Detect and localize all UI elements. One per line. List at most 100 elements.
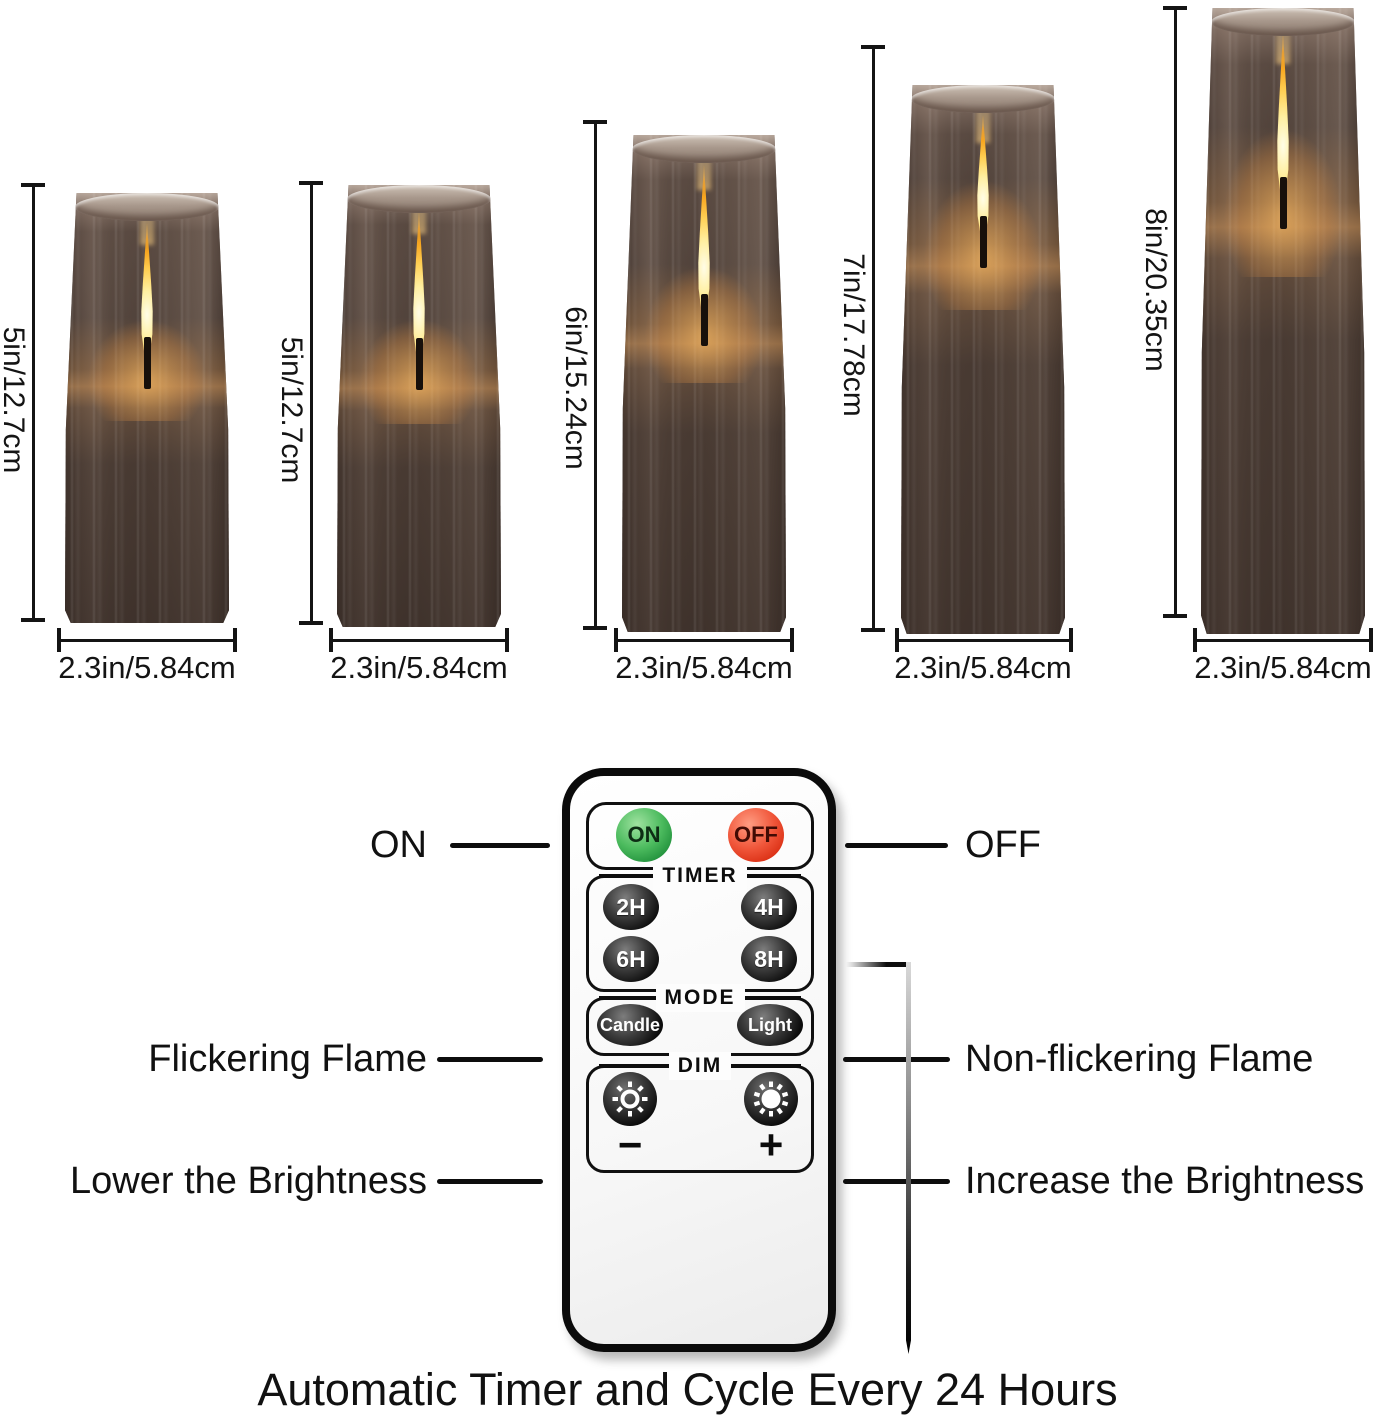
dimension-cap <box>21 618 45 622</box>
callout-line-lower-brightness <box>437 1179 543 1184</box>
height-dimension-line-5 <box>1163 6 1187 618</box>
candle-mode-button: Candle <box>597 1004 663 1046</box>
dimension-cap <box>861 45 885 49</box>
callout-line-non-flickering-flame <box>843 1057 950 1062</box>
dimension-cap <box>299 181 323 185</box>
caption: Automatic Timer and Cycle Every 24 Hours <box>257 1364 1118 1415</box>
candle-glass <box>337 185 501 627</box>
timer-callout-hook-line <box>846 962 908 967</box>
height-dimension-line-2 <box>299 181 323 625</box>
glass-rim <box>1210 8 1356 36</box>
on-button: ON <box>616 808 672 862</box>
dimension-line <box>871 49 875 628</box>
callout-label-increase-brightness: Increase the Brightness <box>965 1160 1365 1202</box>
height-dimension-line-3 <box>583 120 607 630</box>
dimension-cap <box>21 183 45 187</box>
flame-icon <box>413 211 425 361</box>
dimension-line <box>618 638 790 642</box>
dimension-cap <box>1163 614 1187 618</box>
width-dimension-label-4: 2.3in/5.84cm <box>894 650 1072 685</box>
dimension-cap <box>505 628 509 652</box>
width-dimension-label-5: 2.3in/5.84cm <box>1194 650 1372 685</box>
dimension-cap <box>790 628 794 652</box>
candle-2 <box>337 185 501 627</box>
timer-label-text: TIMER <box>653 862 747 890</box>
height-dimension-label-4: 7in/17.78cm <box>837 253 870 417</box>
light-mode-button: Light <box>737 1004 803 1046</box>
bright-sun-icon <box>753 1081 789 1117</box>
dim-label-text: DIM <box>668 1052 732 1080</box>
dimension-line <box>1173 10 1177 614</box>
power-section: ON OFF <box>586 802 814 870</box>
label-line <box>731 1064 801 1068</box>
dim-plus-symbol: + <box>758 1121 784 1168</box>
label-line <box>599 874 654 878</box>
width-dimension-label-1: 2.3in/5.84cm <box>58 650 236 685</box>
label-line <box>599 996 656 1000</box>
candle-glass <box>65 193 229 623</box>
dimension-cap <box>233 628 237 652</box>
dimension-cap <box>583 120 607 124</box>
width-dimension-line-5 <box>1193 628 1373 652</box>
glass-rim <box>74 193 220 221</box>
callout-label-non-flickering-flame: Non-flickering Flame <box>965 1038 1314 1080</box>
wick <box>143 336 151 389</box>
width-dimension-line-1 <box>57 628 237 652</box>
height-dimension-label-1: 5in/12.7cm <box>0 326 30 474</box>
label-line <box>746 874 802 878</box>
wick <box>415 338 423 391</box>
flame-icon <box>141 223 153 359</box>
dimension-cap <box>1163 6 1187 10</box>
dim-minus-symbol: − <box>617 1121 643 1168</box>
width-dimension-label-2: 2.3in/5.84cm <box>330 650 508 685</box>
candle-glass <box>622 135 786 632</box>
dimension-line <box>333 638 505 642</box>
label-line <box>744 996 801 1000</box>
height-dimension-label-3: 6in/15.24cm <box>559 306 592 470</box>
flame-icon <box>977 115 989 239</box>
height-dimension-label-5: 8in/20.35cm <box>1139 208 1172 372</box>
dimension-line <box>309 185 313 621</box>
wick <box>700 293 708 346</box>
glass-rim <box>631 135 777 163</box>
dim-down-button <box>603 1072 657 1126</box>
callout-label-flickering-flame: Flickering Flame <box>148 1038 427 1080</box>
timer-section: TIMER 2H 4H 6H 8H <box>586 862 814 992</box>
callout-line-on <box>450 843 550 848</box>
mode-section: MODE Candle Light <box>586 984 814 1056</box>
wick <box>1279 177 1287 230</box>
candle-4 <box>901 85 1065 634</box>
width-dimension-line-2 <box>329 628 509 652</box>
wick <box>979 216 987 269</box>
dimension-cap <box>1069 628 1073 652</box>
dimension-cap <box>329 628 333 652</box>
dim-section: DIM <box>586 1052 814 1173</box>
dimension-cap <box>614 628 618 652</box>
width-dimension-label-3: 2.3in/5.84cm <box>615 650 793 685</box>
timer-6h-button: 6H <box>603 936 659 982</box>
mode-label-text: MODE <box>655 984 745 1012</box>
dimension-line <box>593 124 597 626</box>
dimension-cap <box>1369 628 1373 652</box>
timer-4h-button: 4H <box>741 884 797 930</box>
dimension-cap <box>57 628 61 652</box>
flame-icon <box>698 164 710 316</box>
off-button: OFF <box>728 808 784 862</box>
remote-control: ON OFF TIMER 2H 4H 6H 8H MODE Candle Lig… <box>562 768 836 1352</box>
flame-icon <box>1277 33 1289 200</box>
dimension-line <box>31 187 35 618</box>
dimension-line <box>1197 638 1369 642</box>
candle-glass <box>1201 8 1365 634</box>
dimension-cap <box>895 628 899 652</box>
height-dimension-line-4 <box>861 45 885 632</box>
timer-2h-button: 2H <box>603 884 659 930</box>
glass-rim <box>910 85 1056 113</box>
callout-label-off: OFF <box>965 824 1041 866</box>
callout-line-off <box>845 843 948 848</box>
candle-1 <box>65 193 229 623</box>
callout-line-increase-brightness <box>843 1179 950 1184</box>
width-dimension-line-3 <box>614 628 794 652</box>
timer-callout-drop-line <box>906 962 911 1354</box>
candle-5 <box>1201 8 1365 634</box>
